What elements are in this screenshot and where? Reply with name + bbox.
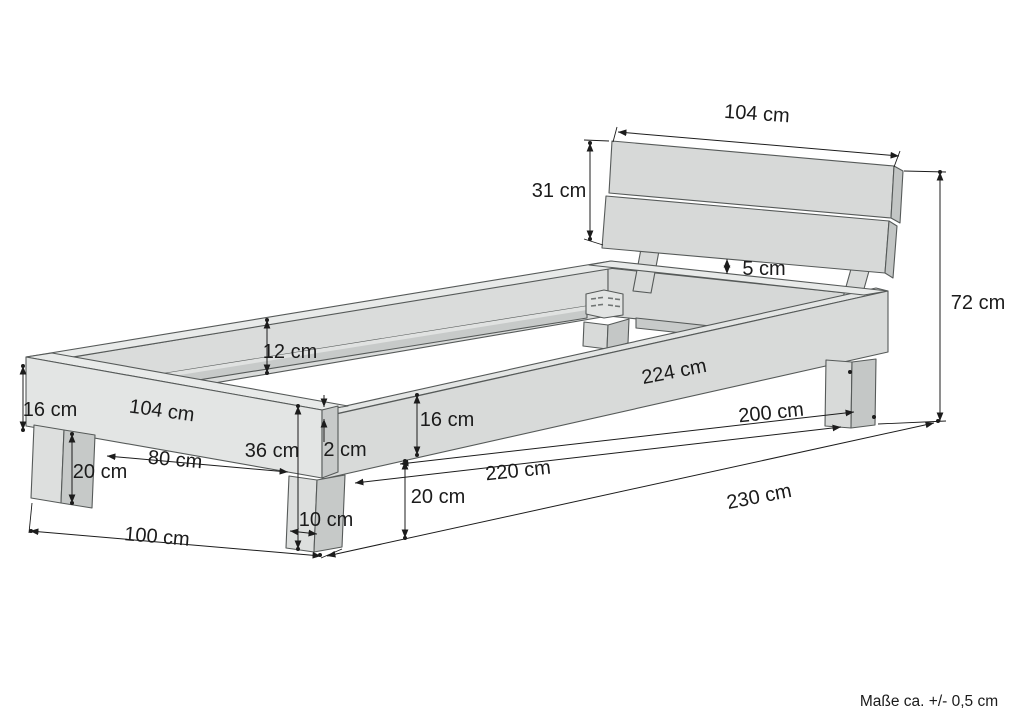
dim-frame-lip: 2 cm — [323, 439, 366, 461]
dim-headboard-slat-gap: 5 cm — [742, 258, 785, 280]
headboard-top-slat-edge — [890, 165, 904, 224]
dim-outer-width: 100 cm — [123, 523, 190, 551]
dim-headboard-width: 104 cm — [723, 101, 790, 128]
dim-frame-front-height: 16 cm — [23, 399, 77, 421]
head-left-leg-front — [582, 321, 609, 350]
bracket-holes — [590, 296, 621, 308]
dim-front-leg-height: 20 cm — [73, 461, 127, 483]
left-slat-ledge-top — [92, 306, 587, 389]
dim-front-leg-spacing: 80 cm — [147, 447, 203, 474]
dim-leg-width: 10 cm — [299, 509, 353, 531]
front-left-leg-front — [30, 424, 65, 504]
dimension-lines — [19, 126, 947, 559]
dim-overall-length: 230 cm — [725, 480, 794, 514]
dim-floor-to-frame-top: 36 cm — [245, 440, 299, 462]
dim-lying-length: 200 cm — [737, 399, 805, 428]
dim-side-rail-height: 16 cm — [420, 409, 474, 431]
dim-overall-height: 72 cm — [951, 292, 1005, 314]
dim-side-leg-height: 20 cm — [411, 486, 465, 508]
rear-right-leg-front — [824, 359, 853, 429]
corner-bracket — [585, 289, 624, 319]
dim-leg-spacing-length: 220 cm — [484, 457, 552, 486]
dim-headboard-height: 31 cm — [532, 180, 586, 202]
headboard-bottom-slat-edge — [884, 220, 898, 279]
tolerance-note: Maße ca. +/- 0,5 cm — [860, 693, 998, 710]
head-rail-top-rim — [588, 260, 889, 296]
dim-frame-inner-height: 12 cm — [263, 341, 317, 363]
